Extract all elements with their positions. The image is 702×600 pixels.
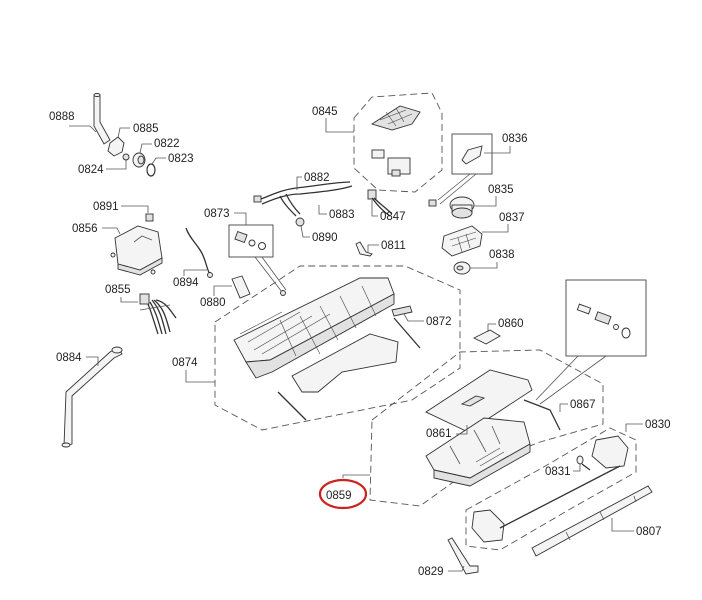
label-0837: 0837 bbox=[499, 212, 525, 224]
leader-0855 bbox=[120, 297, 138, 303]
part-0884-hose bbox=[61, 346, 123, 448]
label-0861: 0861 bbox=[426, 428, 452, 440]
part-0829-lever bbox=[447, 537, 479, 575]
label-0845: 0845 bbox=[312, 106, 338, 118]
part-0855-harness bbox=[139, 293, 177, 335]
leader-0882 bbox=[296, 176, 302, 190]
part-0835-motor bbox=[449, 196, 475, 219]
leader-0831 bbox=[573, 464, 581, 472]
part-0873-valve-inset bbox=[228, 224, 287, 296]
part-0859-drawer-group bbox=[369, 349, 604, 507]
label-0885: 0885 bbox=[133, 123, 159, 135]
leader-0867 bbox=[559, 403, 568, 412]
part-0823-seal-ring bbox=[146, 163, 156, 177]
part-0888-pipe bbox=[93, 93, 111, 145]
part-0831-pin bbox=[576, 455, 591, 471]
label-0836: 0836 bbox=[502, 133, 528, 145]
leader-0836 bbox=[484, 146, 511, 154]
part-0807-rail bbox=[531, 485, 653, 557]
leader-0880 bbox=[213, 285, 232, 296]
part-0872-label bbox=[391, 305, 413, 317]
label-0822: 0822 bbox=[154, 138, 180, 150]
leader-0891 bbox=[121, 205, 149, 213]
label-0835: 0835 bbox=[488, 184, 514, 196]
leader-0874 bbox=[185, 370, 215, 383]
label-0807: 0807 bbox=[636, 526, 662, 538]
label-0860: 0860 bbox=[498, 318, 524, 330]
leader-0847 bbox=[371, 200, 378, 217]
leader-0838 bbox=[470, 262, 498, 269]
leader-0884 bbox=[86, 356, 99, 366]
part-0847-wires bbox=[367, 189, 393, 217]
leader-0861 bbox=[456, 425, 468, 435]
leader-0873 bbox=[234, 212, 247, 225]
part-0890-connector bbox=[295, 217, 305, 227]
leader-0890 bbox=[300, 225, 310, 238]
label-0873: 0873 bbox=[204, 208, 230, 220]
leader-0811 bbox=[367, 244, 379, 252]
part-0838-gasket bbox=[453, 261, 471, 275]
label-0882: 0882 bbox=[304, 172, 330, 184]
part-0860-cover bbox=[472, 329, 501, 345]
label-0823: 0823 bbox=[168, 153, 194, 165]
leader-0824 bbox=[106, 160, 127, 170]
leader-0830 bbox=[625, 423, 643, 432]
part-0856-motor-unit bbox=[110, 225, 163, 276]
highlight-ring bbox=[318, 478, 368, 510]
label-0880: 0880 bbox=[200, 297, 226, 309]
label-0874: 0874 bbox=[172, 357, 198, 369]
leader-0894 bbox=[183, 269, 207, 276]
leader-0829 bbox=[448, 565, 465, 572]
label-0824: 0824 bbox=[78, 164, 104, 176]
leader-0883 bbox=[318, 205, 327, 215]
leader-0823 bbox=[151, 157, 166, 165]
label-0894: 0894 bbox=[173, 277, 199, 289]
leader-0872 bbox=[403, 313, 424, 322]
part-0882-hose bbox=[253, 181, 353, 217]
part-0891-clip bbox=[145, 213, 154, 222]
part-0880-bracket bbox=[231, 275, 251, 299]
label-0890: 0890 bbox=[312, 232, 338, 244]
part-0845-group bbox=[353, 92, 443, 193]
label-0830: 0830 bbox=[645, 419, 671, 431]
part-0822-connector bbox=[132, 152, 146, 168]
part-0894-wire bbox=[185, 227, 213, 278]
label-0867: 0867 bbox=[570, 399, 596, 411]
part-0874-tray-group bbox=[214, 265, 461, 431]
label-0883: 0883 bbox=[329, 209, 355, 221]
part-0837-actuator bbox=[441, 225, 483, 257]
leader-0888 bbox=[69, 125, 97, 133]
label-0888: 0888 bbox=[49, 111, 75, 123]
label-0872: 0872 bbox=[426, 316, 452, 328]
part-0867-spring-inset bbox=[535, 279, 647, 405]
leader-0885 bbox=[117, 127, 130, 139]
leader-0845 bbox=[325, 118, 354, 133]
leader-0859 bbox=[342, 474, 370, 478]
leader-0860 bbox=[487, 323, 496, 332]
leader-0807 bbox=[611, 518, 634, 532]
label-0855: 0855 bbox=[105, 284, 131, 296]
part-0824-filter bbox=[122, 153, 130, 161]
label-0847: 0847 bbox=[380, 211, 406, 223]
label-0831: 0831 bbox=[545, 466, 571, 478]
label-0838: 0838 bbox=[489, 249, 515, 261]
label-0884: 0884 bbox=[56, 352, 82, 364]
leader-0856 bbox=[102, 227, 121, 235]
leader-0837 bbox=[482, 224, 509, 233]
label-0856: 0856 bbox=[72, 223, 98, 235]
label-0859[interactable]: 0859 bbox=[326, 490, 352, 502]
part-0836-switch-inset bbox=[428, 133, 493, 207]
highlight-0859[interactable]: 0859 bbox=[318, 478, 368, 510]
label-0811: 0811 bbox=[381, 240, 406, 252]
label-0891: 0891 bbox=[93, 201, 119, 213]
leader-0822 bbox=[139, 143, 152, 154]
part-0830-lock-group bbox=[465, 427, 637, 551]
leader-0835 bbox=[474, 196, 497, 207]
part-0811-bracket bbox=[355, 241, 373, 257]
label-0829: 0829 bbox=[418, 566, 444, 578]
